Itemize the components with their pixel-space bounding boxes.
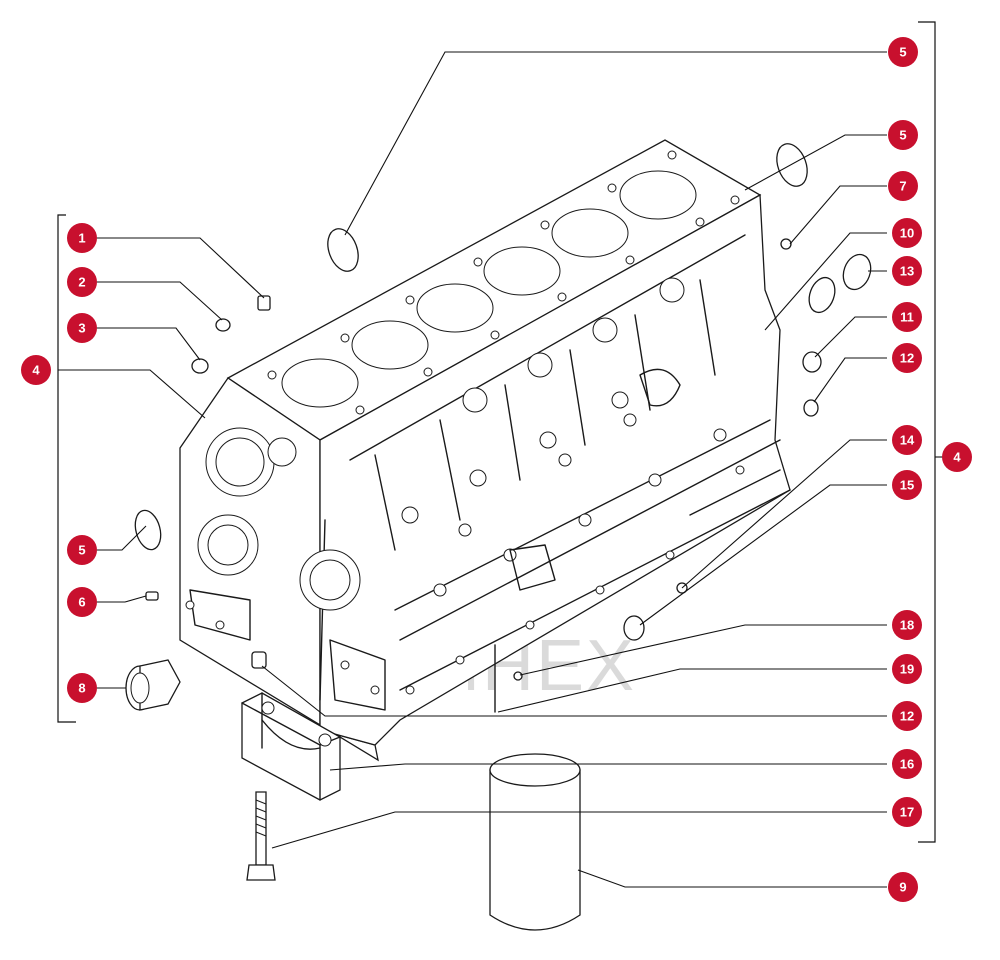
part-12-lower — [251, 651, 267, 669]
bushing-8 — [125, 659, 181, 711]
callout-c17: 17 — [892, 797, 922, 827]
callout-label: 1 — [78, 231, 85, 246]
callout-circle — [892, 425, 922, 455]
callout-label: 5 — [78, 543, 85, 558]
callout-circle — [67, 313, 97, 343]
callout-c7: 7 — [888, 171, 918, 201]
callout-c19: 19 — [892, 654, 922, 684]
callout-circle — [892, 470, 922, 500]
callout-circle — [888, 37, 918, 67]
cylinder-liner-9 — [489, 753, 581, 931]
callout-c11: 11 — [892, 302, 922, 332]
callout-label: 2 — [78, 275, 85, 290]
disc-13 — [842, 253, 872, 291]
bracket-left — [57, 214, 76, 723]
callout-circle — [21, 355, 51, 385]
callout-c5b: 5 — [888, 120, 918, 150]
callout-label: 5 — [899, 128, 906, 143]
callout-label: 4 — [32, 363, 40, 378]
bracket-right — [918, 21, 936, 843]
callout-circle — [892, 302, 922, 332]
callout-c5l: 5 — [67, 535, 97, 565]
callout-c4r: 4 — [942, 442, 972, 472]
callout-label: 10 — [900, 226, 914, 241]
callout-c6: 6 — [67, 587, 97, 617]
part-18 — [513, 671, 523, 681]
callout-c8: 8 — [67, 673, 97, 703]
part-2 — [215, 318, 231, 332]
callout-label: 17 — [900, 805, 914, 820]
callout-c1: 1 — [67, 223, 97, 253]
callout-circle — [892, 749, 922, 779]
callout-label: 12 — [900, 351, 914, 366]
callout-label: 13 — [900, 264, 914, 279]
part-12-upper — [803, 399, 819, 417]
callout-circle — [892, 797, 922, 827]
callout-label: 7 — [899, 179, 906, 194]
callout-c12b: 12 — [892, 701, 922, 731]
callout-c5a: 5 — [888, 37, 918, 67]
bearing-cap-16 — [241, 692, 341, 801]
part-7 — [780, 238, 792, 250]
callout-circle — [892, 256, 922, 286]
callout-c10: 10 — [892, 218, 922, 248]
plug-5-left — [134, 509, 162, 551]
callout-label: 3 — [78, 321, 85, 336]
callout-circle — [67, 267, 97, 297]
plug-5-top-left — [327, 228, 359, 272]
callout-label: 6 — [78, 595, 85, 610]
callout-c18: 18 — [892, 610, 922, 640]
callout-label: 9 — [899, 880, 906, 895]
callout-label: 19 — [900, 662, 914, 677]
callout-circle — [67, 223, 97, 253]
bolt-17 — [246, 791, 276, 881]
callout-circle — [67, 673, 97, 703]
callout-label: 8 — [78, 681, 85, 696]
callout-c4l: 4 — [21, 355, 51, 385]
disc-10 — [808, 276, 836, 314]
callout-circle — [892, 343, 922, 373]
callout-label: 15 — [900, 478, 914, 493]
callout-label: 11 — [900, 310, 914, 325]
callout-c13: 13 — [892, 256, 922, 286]
callout-circle — [67, 587, 97, 617]
callout-c14: 14 — [892, 425, 922, 455]
part-3 — [191, 358, 209, 374]
callout-c16: 16 — [892, 749, 922, 779]
callout-c3: 3 — [67, 313, 97, 343]
callout-circle — [888, 171, 918, 201]
part-11 — [802, 351, 822, 373]
callout-label: 18 — [900, 618, 914, 633]
part-15 — [623, 615, 645, 641]
callout-c15: 15 — [892, 470, 922, 500]
callout-label: 12 — [900, 709, 914, 724]
callout-label: 4 — [953, 450, 961, 465]
callout-circle — [892, 610, 922, 640]
callout-circle — [888, 120, 918, 150]
callout-circle — [67, 535, 97, 565]
callout-c9: 9 — [888, 872, 918, 902]
callout-c2: 2 — [67, 267, 97, 297]
side-ribs — [374, 277, 745, 695]
callout-circle — [892, 701, 922, 731]
callout-circle — [892, 654, 922, 684]
callout-circle — [942, 442, 972, 472]
callout-label: 16 — [900, 757, 914, 772]
callout-label: 14 — [900, 433, 915, 448]
deck-holes — [267, 150, 740, 415]
part-6 — [145, 591, 159, 601]
plug-5-right — [776, 143, 808, 187]
callout-circle — [892, 218, 922, 248]
callout-c12a: 12 — [892, 343, 922, 373]
callout-label: 5 — [899, 45, 906, 60]
part-1 — [257, 295, 271, 311]
leader-lines — [58, 51, 943, 888]
callout-circle — [888, 872, 918, 902]
cylinder-block — [179, 139, 791, 762]
